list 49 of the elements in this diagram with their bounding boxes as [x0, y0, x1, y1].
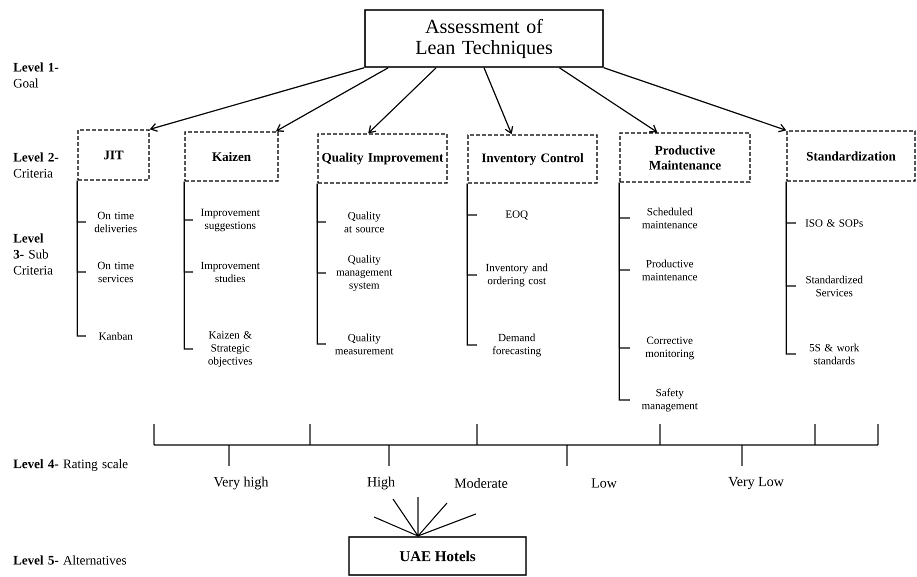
- level-label: Level 1- Goal: [13, 62, 58, 88]
- sub-criterion-text: On time deliveries: [94, 212, 137, 232]
- level-label: Level 5- Alternatives: [13, 555, 126, 565]
- arrow: [559, 67, 658, 132]
- sub-criterion-text: Improvement studies: [200, 262, 260, 282]
- rating-label: Very high: [214, 476, 268, 490]
- criteria-box: Standardization: [786, 130, 916, 182]
- criteria-box: Productive Maintenance: [619, 132, 751, 183]
- criteria-box: Inventory Control: [467, 134, 598, 184]
- sub-criterion-text: Safety management: [642, 388, 698, 412]
- alternative-box: UAE Hotels: [348, 536, 527, 576]
- level-label: Level 4- Rating scale: [13, 459, 128, 471]
- arrow: [604, 67, 786, 132]
- level-label: Level 2- Criteria: [13, 152, 58, 178]
- criteria-box: JIT: [77, 129, 150, 181]
- rating-label: Low: [592, 478, 617, 488]
- criteria-box: Kaizen: [184, 131, 279, 182]
- sub-criterion-text: EOQ: [506, 210, 528, 220]
- bracket-line: [316, 184, 326, 345]
- sub-criterion-text: 5S & work standards: [810, 344, 860, 364]
- sub-criterion-text: Productive maintenance: [642, 260, 698, 280]
- sub-criterion-text: ISO & SOPs: [806, 219, 863, 227]
- sub-criterion-text: Kanban: [98, 332, 133, 340]
- sub-criterion-text: Demand forecasting: [492, 334, 541, 356]
- arrow: [483, 68, 514, 134]
- sub-criterion-text: Kaizen & Strategic objectives: [208, 331, 252, 367]
- level-label: Level 3- Sub Criteria: [13, 233, 53, 275]
- sub-criterion-text: Quality measurement: [335, 334, 394, 354]
- arrow: [368, 67, 437, 134]
- arrow: [276, 67, 388, 132]
- arrow: [150, 67, 364, 132]
- rating-label: Moderate: [454, 478, 508, 488]
- rating-label: Very Low: [728, 476, 784, 490]
- criteria-box: Quality Improvement: [317, 133, 448, 184]
- rating-label: High: [367, 476, 395, 490]
- sub-criterion-text: Corrective monitoring: [646, 336, 694, 360]
- goal-box: Assessment of Lean Techniques: [364, 9, 604, 68]
- bracket-line: [466, 184, 477, 346]
- sub-criterion-text: Inventory and ordering cost: [486, 264, 548, 286]
- sub-criterion-text: Improvement suggestions: [200, 208, 260, 232]
- bracket-line: [618, 182, 630, 401]
- sub-criterion-text: On time services: [98, 262, 134, 282]
- sub-criterion-text: Scheduled maintenance: [642, 208, 698, 228]
- sub-criterion-text: Quality at source: [344, 212, 384, 232]
- sub-criterion-text: Quality management system: [336, 255, 392, 291]
- sub-criterion-text: Standardized Services: [806, 276, 863, 296]
- bracket-line: [184, 182, 193, 350]
- bracket-line: [786, 182, 796, 355]
- bracket-line: [76, 180, 86, 337]
